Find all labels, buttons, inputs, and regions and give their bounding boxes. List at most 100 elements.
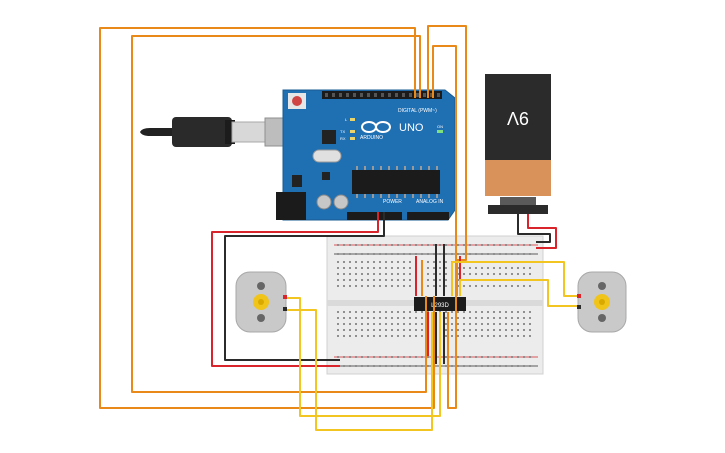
breadboard-hole <box>379 267 381 269</box>
breadboard-hole <box>487 323 489 325</box>
breadboard-hole <box>421 253 423 255</box>
breadboard-hole <box>529 317 531 319</box>
breadboard-hole <box>511 365 513 367</box>
breadboard-hole <box>439 279 441 281</box>
breadboard-hole <box>397 279 399 281</box>
breadboard-hole <box>403 285 405 287</box>
breadboard-hole <box>349 329 351 331</box>
breadboard-hole <box>511 329 513 331</box>
breadboard-hole <box>499 285 501 287</box>
wire-orange-1[interactable] <box>99 27 435 409</box>
breadboard-hole <box>403 311 405 313</box>
usb-port <box>264 117 286 147</box>
wire-red-5v[interactable] <box>211 212 379 367</box>
breadboard-hole <box>445 329 447 331</box>
breadboard-hole <box>451 323 453 325</box>
breadboard-hole <box>355 267 357 269</box>
breadboard-hole <box>373 261 375 263</box>
crystal <box>312 149 342 163</box>
breadboard-hole <box>409 311 411 313</box>
breadboard-hole <box>337 273 339 275</box>
svg-text:TX: TX <box>340 129 345 134</box>
breadboard-hole <box>445 335 447 337</box>
breadboard-hole <box>373 285 375 287</box>
breadboard-hole <box>481 244 483 246</box>
breadboard-hole <box>463 356 465 358</box>
breadboard-hole <box>511 335 513 337</box>
breadboard-hole <box>355 261 357 263</box>
breadboard-hole <box>469 285 471 287</box>
breadboard-hole <box>517 253 519 255</box>
breadboard-hole <box>343 261 345 263</box>
breadboard-hole <box>421 244 423 246</box>
wire-yellow-motor-right-a[interactable] <box>451 261 580 297</box>
breadboard-hole <box>379 323 381 325</box>
wire-orange-2[interactable] <box>131 35 427 393</box>
capacitor-1 <box>316 194 332 210</box>
breadboard-hole <box>367 285 369 287</box>
breadboard-hole <box>505 267 507 269</box>
capacitor-2 <box>333 194 349 210</box>
breadboard-hole <box>529 273 531 275</box>
breadboard-hole <box>517 244 519 246</box>
breadboard-hole <box>511 273 513 275</box>
breadboard-hole <box>523 311 525 313</box>
wire-yellow-motor-right-b[interactable] <box>459 279 580 307</box>
breadboard-hole <box>439 253 441 255</box>
breadboard-hole <box>487 273 489 275</box>
breadboard-hole <box>511 253 513 255</box>
breadboard-hole <box>529 244 531 246</box>
breadboard-hole <box>385 244 387 246</box>
breadboard-hole <box>463 335 465 337</box>
arduino-uno-board[interactable]: DIGITAL (PWM~) ARDUINO UNO L TX RX ON <box>276 89 456 221</box>
breadboard-hole <box>493 273 495 275</box>
breadboard-hole <box>505 311 507 313</box>
breadboard-hole <box>385 273 387 275</box>
breadboard-hole <box>511 317 513 319</box>
motor-left-icon[interactable] <box>235 271 287 333</box>
breadboard-hole <box>517 317 519 319</box>
breadboard-hole <box>523 273 525 275</box>
breadboard-hole <box>499 273 501 275</box>
breadboard-hole <box>523 267 525 269</box>
battery-label: 9V <box>507 108 529 128</box>
breadboard-hole <box>469 317 471 319</box>
breadboard-hole <box>349 335 351 337</box>
motor-right-icon[interactable] <box>577 271 627 333</box>
breadboard-hole <box>391 323 393 325</box>
breadboard-hole <box>343 329 345 331</box>
breadboard-hole <box>499 317 501 319</box>
breadboard-hole <box>469 323 471 325</box>
breadboard-hole <box>445 356 447 358</box>
breadboard-hole <box>529 329 531 331</box>
breadboard-hole <box>349 273 351 275</box>
breadboard-hole <box>523 323 525 325</box>
breadboard-hole <box>343 365 345 367</box>
wire-yellow-motor-left-a[interactable] <box>286 297 441 417</box>
wire-black-gnd[interactable] <box>224 212 385 361</box>
led-on <box>437 130 443 133</box>
breadboard-hole <box>391 267 393 269</box>
l293d-driver[interactable]: L293D <box>414 297 466 311</box>
usb-cable <box>140 117 286 147</box>
wire-yellow-motor-left-b[interactable] <box>286 309 433 431</box>
breadboard-hole <box>451 253 453 255</box>
wire-orange-4[interactable] <box>432 45 457 409</box>
breadboard-hole <box>481 356 483 358</box>
breadboard-hole <box>367 317 369 319</box>
breadboard-hole <box>349 279 351 281</box>
breadboard-hole <box>343 285 345 287</box>
breadboard-hole <box>427 285 429 287</box>
breadboard-hole <box>415 323 417 325</box>
wire-red-battery[interactable] <box>527 214 557 249</box>
breadboard-hole <box>451 311 453 313</box>
usb-cable-end <box>140 128 178 136</box>
power-jack <box>276 192 306 220</box>
breadboard-hole <box>421 323 423 325</box>
wire-black-battery[interactable] <box>517 214 551 243</box>
breadboard-hole <box>439 285 441 287</box>
breadboard-hole <box>373 335 375 337</box>
battery-9v[interactable]: 9V <box>485 74 551 214</box>
breadboard-hole <box>487 317 489 319</box>
breadboard-hole <box>511 323 513 325</box>
